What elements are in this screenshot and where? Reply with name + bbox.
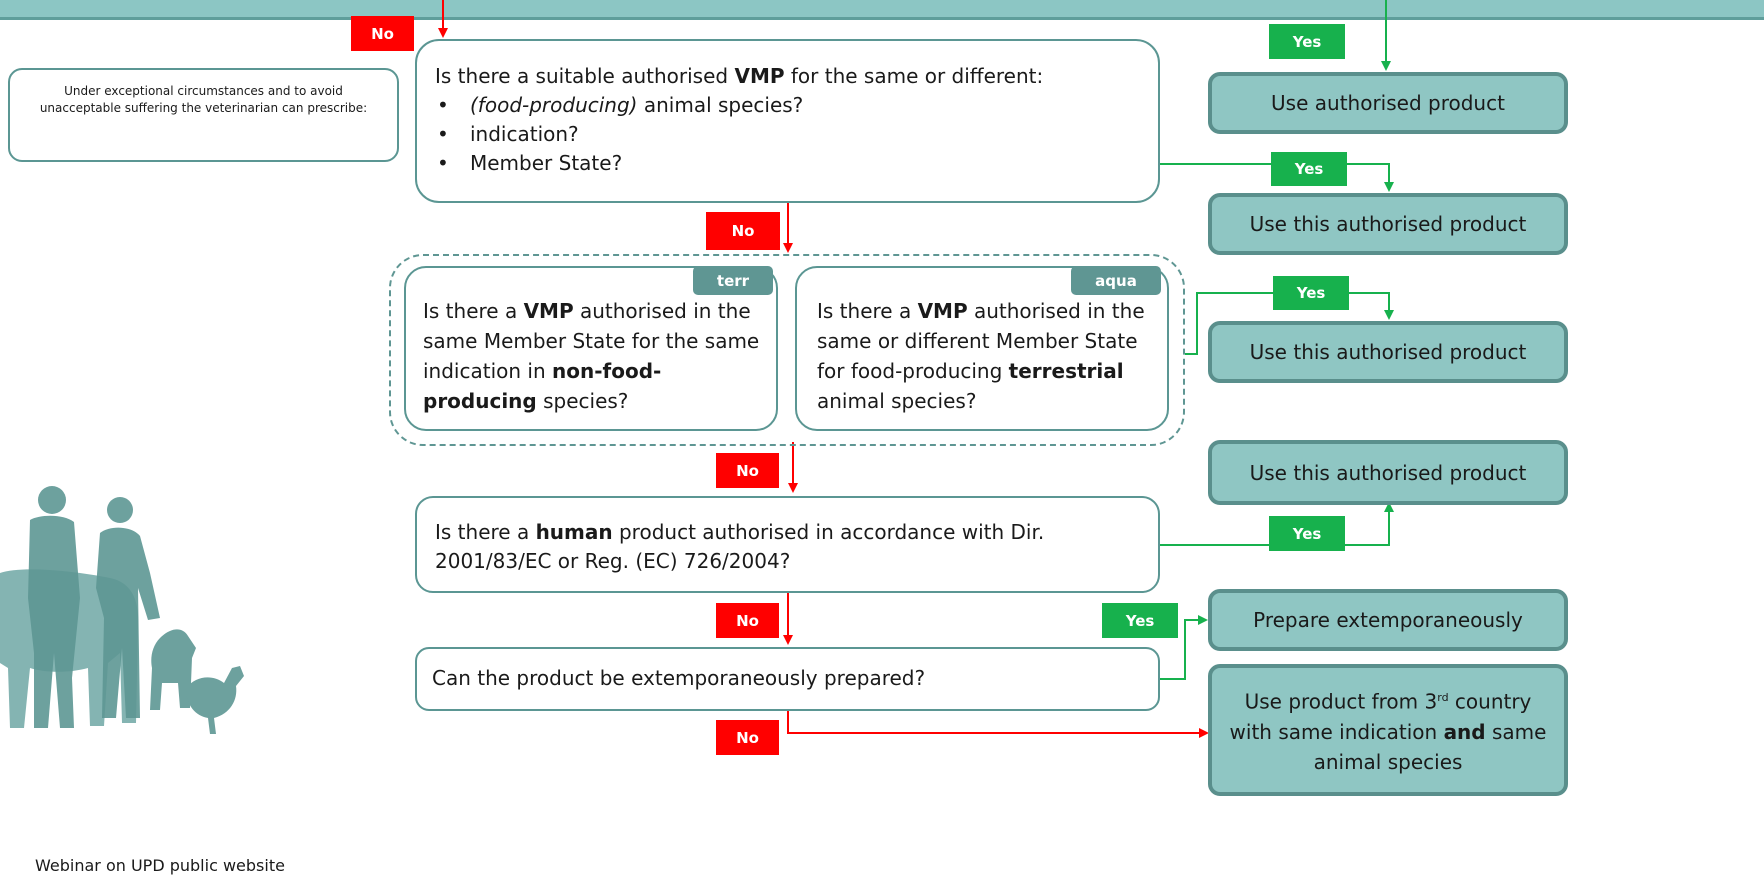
- question-human-product-text: Is there a human product authorised in a…: [435, 520, 1045, 573]
- question-extemporaneous-text: Can the product be extemporaneously prep…: [432, 666, 926, 690]
- no-tag-q1: No: [706, 212, 780, 250]
- footer-caption: Webinar on UPD public website: [35, 856, 285, 875]
- top-banner: [0, 0, 1764, 20]
- yes-tag-a1: Yes: [1269, 24, 1345, 59]
- bullet-species: (food-producing) animal species?: [435, 91, 1150, 120]
- connector-yes-q5: [1160, 615, 1208, 680]
- bullet-member-state: Member State?: [435, 149, 1150, 178]
- question-extemporaneous: [415, 647, 1160, 711]
- connector-yes-q1: [1160, 163, 1394, 192]
- connector-yes-q4: [1160, 502, 1394, 546]
- question-human-product: [415, 496, 1160, 593]
- yes-tag-q2: Yes: [1273, 276, 1349, 310]
- aqua-tag: aqua: [1071, 266, 1161, 295]
- connector-no-q5: [787, 711, 1209, 738]
- action-use-this-authorised-product-2: Use this authorised product: [1208, 321, 1568, 383]
- action-use-this-authorised-product-1: Use this authorised product: [1208, 193, 1568, 255]
- no-tag-q5: No: [716, 720, 779, 755]
- action-third-country-product: Use product from 3rd country with same i…: [1208, 664, 1568, 796]
- terr-aqua-group: [389, 254, 1185, 446]
- question-suitable-vmp-text: Is there a suitable authorised VMP for t…: [435, 62, 1150, 178]
- question-non-food-producing-text: Is there a VMP authorised in the same Me…: [423, 299, 760, 413]
- yes-tag-q4: Yes: [1269, 516, 1345, 551]
- exceptional-circumstances-note: Under exceptional circumstances and to a…: [8, 68, 399, 162]
- terr-tag: terr: [693, 266, 773, 295]
- bullet-indication: indication?: [435, 120, 1150, 149]
- yes-tag-q1: Yes: [1271, 152, 1347, 186]
- question-terrestrial-species-text: Is there a VMP authorised in the same or…: [817, 299, 1145, 413]
- no-tag-q2: No: [716, 453, 779, 488]
- vet-animals-silhouette-image: [0, 486, 244, 734]
- action-use-this-authorised-product-3: Use this authorised product: [1208, 440, 1568, 505]
- no-tag-top: No: [351, 16, 414, 51]
- action-prepare-extemporaneously: Prepare extemporaneously: [1208, 589, 1568, 651]
- connector-yes-q2: [1185, 292, 1394, 355]
- action-use-authorised-product: Use authorised product: [1208, 72, 1568, 134]
- yes-tag-q5: Yes: [1102, 603, 1178, 638]
- no-tag-q4: No: [716, 603, 779, 638]
